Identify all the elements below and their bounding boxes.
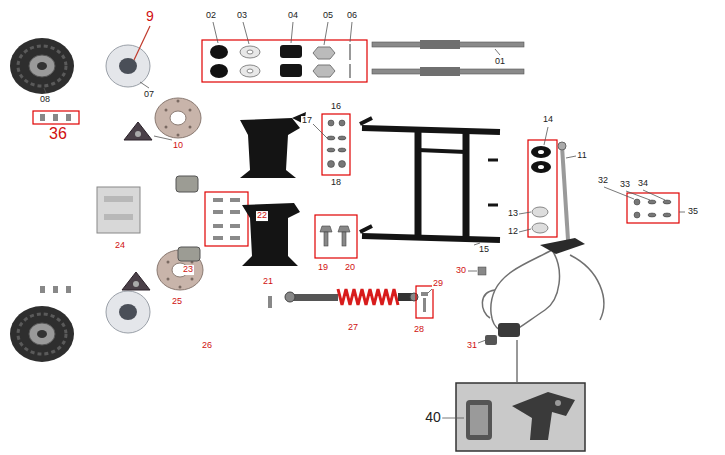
callout-number: 19 bbox=[317, 263, 329, 273]
wheel-hub bbox=[106, 291, 150, 333]
callout-number: 07 bbox=[143, 90, 155, 100]
shock-absorber bbox=[285, 289, 418, 305]
group-bracket bbox=[315, 215, 357, 258]
axle bbox=[372, 40, 524, 76]
callout-number: 33 bbox=[619, 180, 631, 190]
callout-number: 21 bbox=[262, 277, 274, 287]
callout-number: 30 bbox=[455, 266, 467, 276]
callout-number: 02 bbox=[205, 11, 217, 21]
callout-number: 17 bbox=[301, 116, 313, 126]
group-bracket bbox=[33, 111, 79, 124]
callout-number: 31 bbox=[466, 341, 478, 351]
hub-plate bbox=[122, 272, 150, 290]
callout-number: 11 bbox=[576, 151, 587, 161]
swing-arm-frame bbox=[360, 118, 500, 240]
group-bracket bbox=[627, 193, 679, 223]
callout-number: 04 bbox=[287, 11, 299, 21]
callout-number: 05 bbox=[322, 11, 334, 21]
callout-number: 35 bbox=[687, 207, 699, 217]
callout-number: 36 bbox=[48, 125, 68, 143]
group-bracket bbox=[205, 192, 248, 246]
brake-line bbox=[482, 250, 603, 332]
callout-number: 34 bbox=[637, 179, 649, 189]
callout-number: 29 bbox=[432, 279, 444, 289]
callout-number: 14 bbox=[542, 115, 554, 125]
callout-number: 08 bbox=[39, 95, 51, 105]
callout-number: 22 bbox=[256, 211, 268, 221]
callout-number: 13 bbox=[507, 209, 519, 219]
callout-number: 06 bbox=[346, 11, 358, 21]
callout-number: 40 bbox=[424, 410, 442, 425]
group-bracket bbox=[416, 286, 433, 318]
group-bracket bbox=[528, 140, 557, 237]
brake-disc bbox=[155, 98, 201, 138]
callout-number: 15 bbox=[478, 245, 490, 255]
group-bracket bbox=[322, 114, 350, 175]
callout-number: 20 bbox=[344, 263, 356, 273]
plate bbox=[97, 187, 140, 233]
callout-number: 28 bbox=[413, 325, 425, 335]
tire bbox=[10, 306, 74, 362]
axle-carrier bbox=[240, 112, 306, 266]
callout-number: 25 bbox=[171, 297, 183, 307]
callout-number: 18 bbox=[330, 178, 342, 188]
group-bracket bbox=[202, 40, 367, 82]
callout-number: 27 bbox=[347, 323, 359, 333]
callout-number: 26 bbox=[201, 341, 213, 351]
inset-panel bbox=[456, 383, 585, 451]
callout-number: 32 bbox=[597, 176, 609, 186]
callout-number: 10 bbox=[172, 141, 184, 151]
callout-number: 23 bbox=[182, 265, 194, 275]
callout-number: 03 bbox=[236, 11, 248, 21]
callout-number: 12 bbox=[507, 227, 519, 237]
hub-plate bbox=[124, 122, 152, 140]
tire bbox=[10, 38, 74, 94]
callout-number: 24 bbox=[114, 241, 126, 251]
callout-number: 01 bbox=[494, 57, 506, 67]
callout-number: 9 bbox=[145, 9, 155, 24]
callout-number: 16 bbox=[330, 102, 342, 112]
bushing-set bbox=[210, 44, 350, 78]
wheel-hub bbox=[106, 26, 150, 87]
